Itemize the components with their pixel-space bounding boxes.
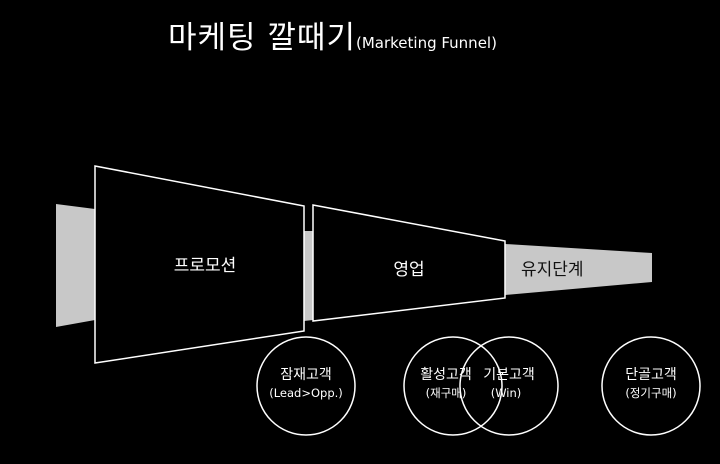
circle-sub-loyal: (정기구매) [625, 386, 676, 400]
funnel-connector-band [304, 231, 313, 321]
title-subtitle: (Marketing Funnel) [355, 34, 497, 52]
circle-label-potential: 잠재고객 [280, 367, 332, 383]
circle-label-active: 활성고객 [420, 367, 472, 383]
circle-potential-customer [256, 336, 356, 436]
stage-label-promotion: 프로모션 [174, 256, 237, 276]
funnel-inflow-band [56, 204, 95, 327]
circle-active-customer [403, 336, 503, 436]
circle-loyal-customer [601, 336, 701, 436]
circle-sub-potential: (Lead>Opp.) [269, 386, 343, 400]
page-title: 마케팅 깔때기(Marketing Funnel) [168, 12, 497, 57]
funnel-retention-band [505, 244, 652, 295]
stage-label-sales: 영업 [393, 260, 424, 280]
stage-label-retention: 유지단계 [521, 260, 584, 280]
stage-promotion-shape [94, 165, 305, 364]
title-main: 마케팅 깔때기 [168, 20, 356, 56]
circle-basic-customer [459, 336, 559, 436]
circle-label-loyal: 단골고객 [625, 367, 677, 383]
circle-sub-basic: (Win) [491, 386, 522, 400]
circle-label-basic: 기본고객 [483, 367, 535, 383]
stage-sales-shape [312, 204, 506, 322]
circle-sub-active: (재구매) [426, 386, 467, 400]
